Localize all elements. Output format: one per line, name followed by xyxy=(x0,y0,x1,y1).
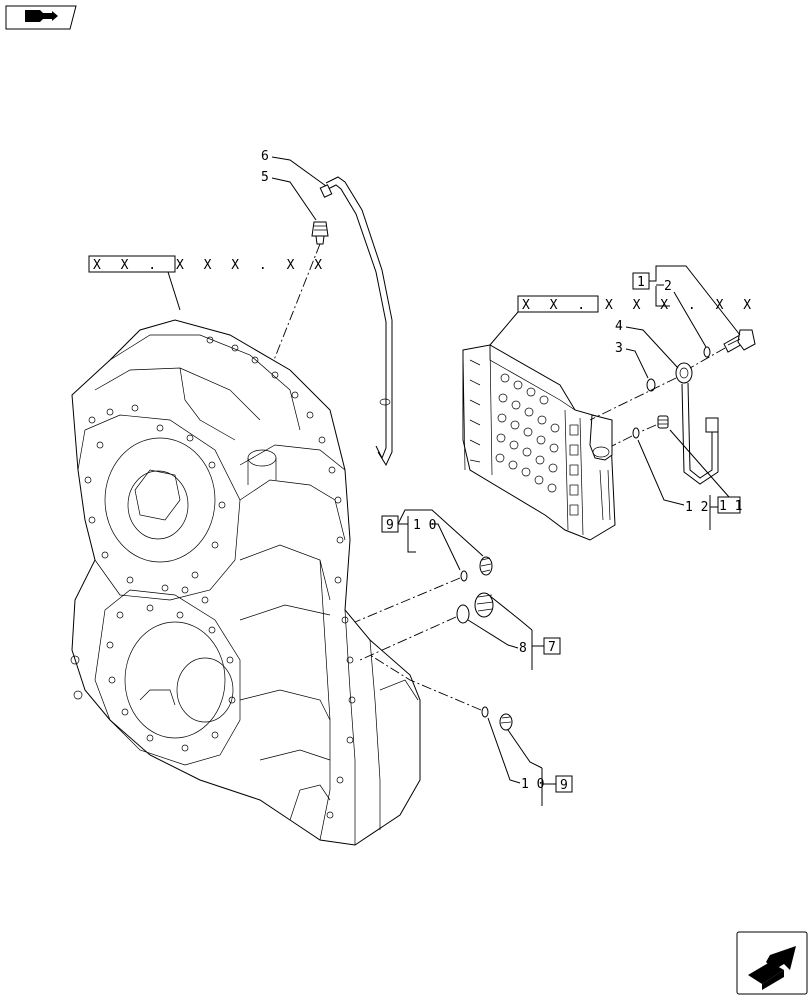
callout-8: 8 xyxy=(519,641,527,656)
bolt-part-1 xyxy=(723,329,756,353)
callout-9-lower: 9 xyxy=(560,778,568,793)
callout-4: 4 xyxy=(615,319,623,334)
callout-9-upper: 9 xyxy=(386,518,394,533)
callout-12: 1 2 xyxy=(685,500,708,515)
callout-3: 3 xyxy=(615,341,623,356)
callout-7-box xyxy=(543,637,561,655)
assembly-line-5 xyxy=(273,243,321,361)
callout-6: 6 xyxy=(261,149,269,164)
pipe-part-6 xyxy=(319,176,393,467)
bolt-part-11 xyxy=(657,415,669,429)
housing-ref-box xyxy=(88,255,176,273)
callout-10-lower: 1 0 xyxy=(521,777,544,792)
callout-11: 1 1 xyxy=(719,499,742,514)
pipe-part-4 xyxy=(675,362,719,485)
callout-5: 5 xyxy=(261,170,269,185)
callout-1: 1 xyxy=(637,275,645,290)
callout-9-lower-box xyxy=(555,775,573,793)
washer-part-12 xyxy=(632,427,640,439)
plug-part-9-upper xyxy=(479,556,493,576)
transmission-housing xyxy=(70,319,421,846)
callout-7: 7 xyxy=(548,640,556,655)
assembly-line-9-lower xyxy=(369,654,482,711)
prev-page-button[interactable] xyxy=(5,5,77,30)
callout-10-upper: 1 0 xyxy=(413,518,436,533)
plug-part-7 xyxy=(474,592,494,618)
washer-part-10-upper xyxy=(460,570,468,582)
valve-ref-label: X X . X X X . X X xyxy=(522,298,757,313)
callout-2: 2 xyxy=(664,279,672,294)
washer-part-2 xyxy=(703,346,711,358)
back-arrow-icon xyxy=(25,10,58,22)
plug-part-9-lower xyxy=(499,713,513,731)
housing-ref-label: X X . X X X . X X xyxy=(93,258,328,273)
assembly-line-11 xyxy=(611,424,657,447)
assembly-line-1 xyxy=(589,347,726,421)
fitting-part-5 xyxy=(311,221,329,245)
assembly-line-9-upper xyxy=(354,577,461,623)
washer-part-3 xyxy=(646,378,656,392)
control-valve-block xyxy=(462,344,616,541)
valve-ref-box xyxy=(517,295,599,313)
forward-arrow-icon xyxy=(748,946,796,990)
washer-part-10-lower xyxy=(481,706,489,718)
washer-part-8 xyxy=(456,604,470,624)
next-page-button[interactable] xyxy=(736,931,808,995)
